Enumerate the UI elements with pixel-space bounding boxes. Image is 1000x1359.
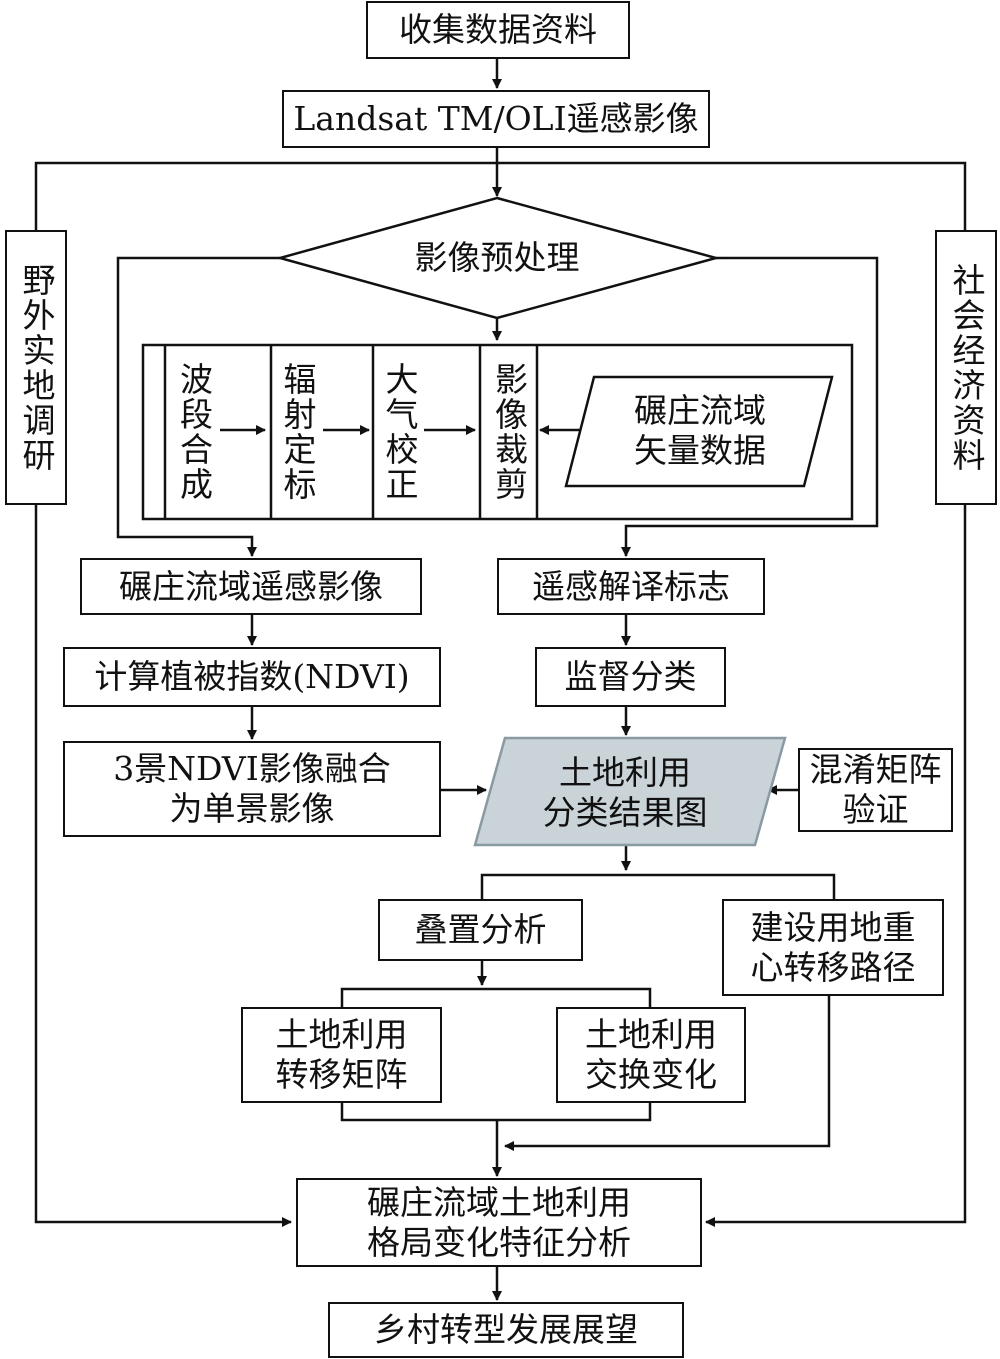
transfer-matrix-box: 土地利用 转移矩阵 — [241, 1007, 442, 1103]
interpretation-box: 遥感解译标志 — [497, 558, 765, 615]
centroid-box: 建设用地重 心转移路径 — [722, 899, 944, 996]
confusion-box: 混淆矩阵 验证 — [798, 748, 953, 832]
collect-data-box: 收集数据资料 — [366, 1, 630, 59]
socio-economic-box — [935, 230, 997, 505]
arrow-preprocess-image — [116, 256, 280, 557]
atmospheric-label: 大气校正 — [380, 362, 419, 502]
overlay-box: 叠置分析 — [378, 899, 583, 961]
result-map-shape — [473, 736, 787, 847]
result-map-label: 土地利用 分类结果图 — [542, 753, 708, 832]
field-survey-box — [5, 230, 67, 505]
arrow-preprocess-interp — [621, 256, 879, 557]
ndvi-box: 计算植被指数(NDVI) — [63, 647, 441, 707]
watershed-image-box: 碾庄流域遥感影像 — [80, 558, 422, 615]
line-merge — [340, 1103, 652, 1122]
arrow-socio-pattern — [705, 505, 967, 1227]
clip-label: 影像裁剪 — [489, 362, 529, 502]
socio-economic-label: 社会经济资料 — [947, 262, 986, 473]
vector-data-shape — [564, 375, 834, 488]
pattern-analysis-box: 碾庄流域土地利用 格局变化特征分析 — [296, 1178, 702, 1267]
preprocess-container — [141, 343, 854, 521]
field-survey-label: 野外实地调研 — [17, 262, 56, 473]
radiometric-label: 辐射定标 — [278, 362, 317, 502]
line-overlay-branch — [340, 987, 652, 1007]
arrow-field-pattern — [34, 505, 292, 1227]
preprocess-diamond — [275, 196, 721, 320]
preprocess-label: 影像预处理 — [414, 238, 580, 277]
vector-data-label: 碾庄流域 矢量数据 — [634, 391, 766, 470]
band-composite-label: 波段合成 — [174, 362, 214, 502]
landsat-box: Landsat TM/OLI遥感影像 — [282, 90, 710, 148]
fusion-box: 3景NDVI影像融合 为单景影像 — [63, 741, 441, 837]
line-top-branch — [34, 161, 967, 230]
exchange-box: 土地利用 交换变化 — [556, 1007, 746, 1103]
outlook-box: 乡村转型发展展望 — [328, 1302, 684, 1358]
arrow-centroid-merge — [504, 996, 831, 1151]
line-result-branch — [480, 873, 836, 899]
supervised-box: 监督分类 — [535, 647, 726, 707]
